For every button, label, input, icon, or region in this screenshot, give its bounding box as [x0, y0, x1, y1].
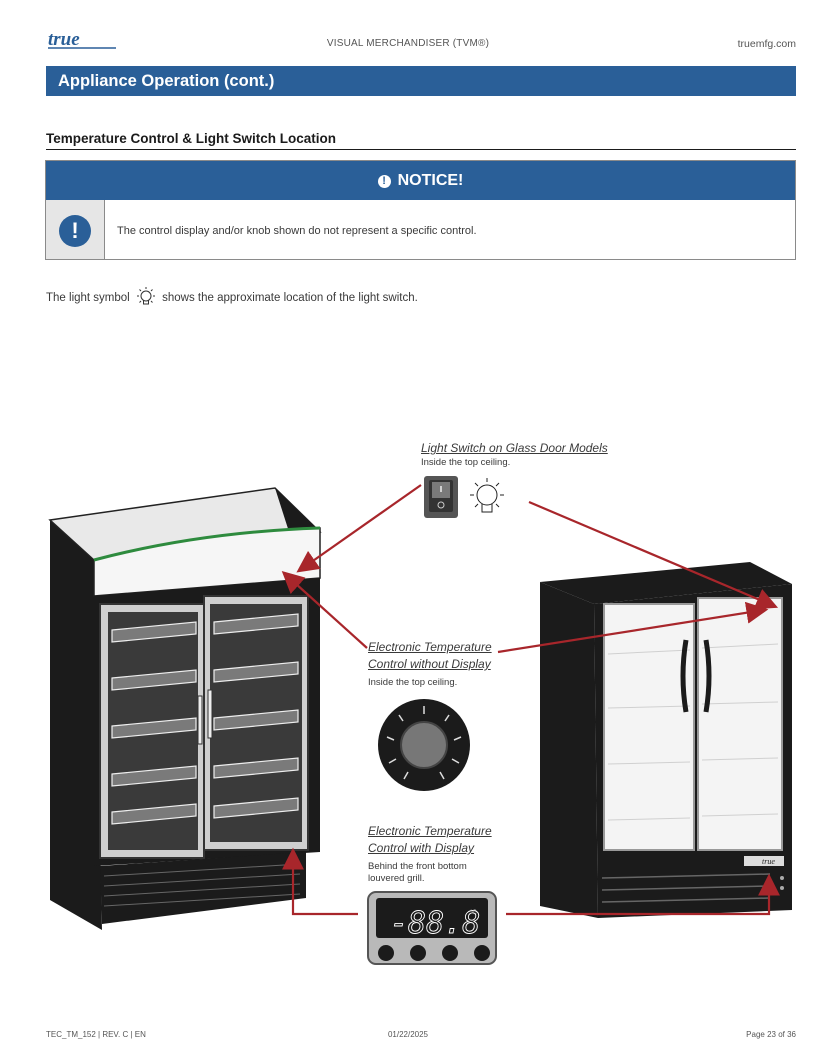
- control-no-display-subtitle: Inside the top ceiling.: [368, 677, 458, 688]
- exclamation-circle-icon: !: [59, 215, 91, 247]
- right-unit-badge: true: [762, 857, 775, 866]
- control-display-subtitle-1: Behind the front bottom: [368, 861, 467, 872]
- website-link[interactable]: truemfg.com: [737, 38, 796, 50]
- notice-icon-cell: !: [46, 200, 105, 259]
- true-logo-text: true: [48, 30, 80, 50]
- temperature-display-controller: -88.8 °C: [367, 891, 497, 965]
- light-switch-caption-title: Light Switch on Glass Door Models: [421, 441, 608, 455]
- control-display-title-1: Electronic Temperature: [368, 824, 492, 838]
- light-symbol-text-after: shows the approximate location of the li…: [162, 292, 418, 304]
- temperature-knob-icon: [378, 699, 470, 791]
- light-symbol-icon: [470, 478, 504, 513]
- notice-heading: NOTICE!: [397, 172, 464, 189]
- control-display-subtitle-2: louvered grill.: [368, 873, 425, 884]
- notice-header: ! NOTICE!: [46, 161, 795, 200]
- light-switch-caption: Light Switch on Glass Door Models Inside…: [421, 440, 608, 469]
- light-switch-icon: [424, 476, 458, 518]
- light-symbol-text-before: The light symbol: [46, 292, 130, 304]
- notice-box: [45, 160, 796, 260]
- document-title: VISUAL MERCHANDISER (TVM®): [326, 38, 490, 49]
- section-title: Appliance Operation (cont.): [46, 66, 796, 96]
- control-display-title-2: Control with Display: [368, 841, 475, 855]
- footer-date: 01/22/2025: [387, 1030, 429, 1039]
- footer-doc-id: TEC_TM_152 | REV. C | EN: [46, 1030, 146, 1039]
- light-switch-caption-subtitle: Inside the top ceiling.: [421, 457, 511, 468]
- true-logo: true: [46, 30, 122, 52]
- light-bulb-icon: [135, 286, 157, 308]
- callout-arrows: [281, 484, 780, 916]
- subsection-rule: [46, 149, 796, 150]
- display-units: °C: [470, 910, 477, 916]
- right-merchandiser-unit: true: [540, 562, 792, 918]
- display-readout: -88.8: [390, 906, 480, 941]
- left-merchandiser-unit: [48, 487, 322, 930]
- control-no-display-title-2: Control without Display: [368, 657, 491, 671]
- notice-text: The control display and/or knob shown do…: [117, 225, 477, 237]
- subsection-title: Temperature Control & Light Switch Locat…: [46, 131, 337, 146]
- control-no-display-title-1: Electronic Temperature: [368, 640, 492, 654]
- control-no-display-caption: Electronic Temperature Control without D…: [368, 639, 492, 689]
- footer-page-number: Page 23 of 36: [746, 1030, 796, 1039]
- light-symbol-sentence: The light symbol shows the approximate l…: [46, 286, 418, 308]
- control-display-caption: Electronic Temperature Control with Disp…: [368, 823, 492, 885]
- exclamation-icon: !: [377, 175, 391, 188]
